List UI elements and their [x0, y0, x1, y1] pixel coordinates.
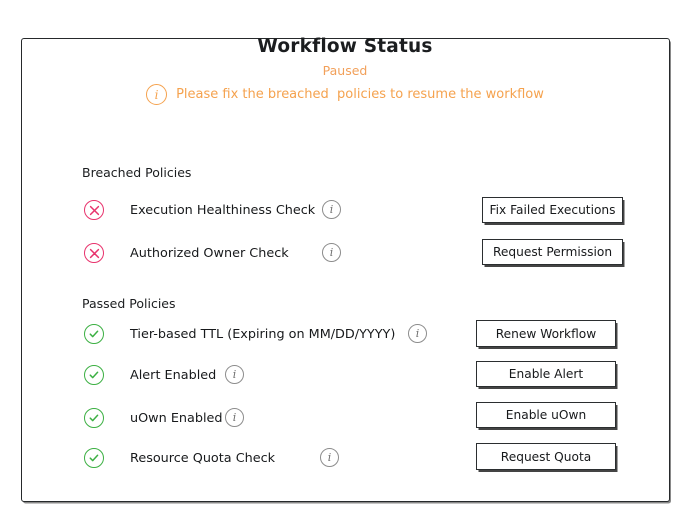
header: Workflow Status Paused i Please fix the … [0, 36, 690, 105]
circle-check-icon [84, 448, 104, 468]
policy-label: Tier-based TTL (Expiring on MM/DD/YYYY) [130, 326, 396, 342]
notice-text: Please fix the breached policies to resu… [176, 87, 544, 102]
policy-row: Alert Enabled [84, 364, 216, 386]
policy-label: Resource Quota Check [130, 450, 276, 466]
info-icon[interactable]: i [225, 408, 244, 427]
section-title-passed-policies: Passed Policies [82, 296, 176, 311]
circle-x-icon [84, 243, 104, 263]
policy-label: Alert Enabled [130, 367, 217, 383]
action-button-enable-uown[interactable]: Enable uOwn [476, 402, 616, 428]
action-button-enable-alert[interactable]: Enable Alert [476, 361, 616, 387]
info-icon[interactable]: i [408, 324, 427, 343]
policy-label: Execution Healthiness Check [130, 202, 316, 218]
policy-row: Authorized Owner Check [84, 242, 289, 264]
action-button-renew-workflow[interactable]: Renew Workflow [476, 320, 616, 347]
section-title-breached-policies: Breached Policies [82, 165, 192, 180]
info-icon[interactable]: i [322, 243, 341, 262]
policy-label: uOwn Enabled [130, 410, 223, 426]
action-button-request-permission[interactable]: Request Permission [482, 239, 623, 265]
policy-row: Resource Quota Check [84, 447, 275, 469]
info-icon[interactable]: i [225, 365, 244, 384]
status-badge: Paused [322, 62, 368, 78]
workflow-status-card [21, 38, 670, 502]
page-title: Workflow Status [257, 36, 433, 57]
policy-row: Execution Healthiness Check [84, 199, 315, 221]
info-icon: i [146, 84, 168, 105]
action-button-fix-failed-executions[interactable]: Fix Failed Executions [482, 197, 623, 223]
action-button-request-quota[interactable]: Request Quota [476, 443, 616, 470]
circle-x-icon [84, 200, 104, 220]
info-icon[interactable]: i [320, 448, 339, 467]
policy-row: uOwn Enabled [84, 407, 223, 429]
notice-banner: i Please fix the breached policies to re… [0, 84, 690, 105]
circle-check-icon [84, 365, 104, 385]
info-icon[interactable]: i [322, 200, 341, 219]
circle-check-icon [84, 324, 104, 344]
circle-check-icon [84, 408, 104, 428]
policy-label: Authorized Owner Check [130, 245, 289, 261]
policy-row: Tier-based TTL (Expiring on MM/DD/YYYY) [84, 323, 395, 345]
